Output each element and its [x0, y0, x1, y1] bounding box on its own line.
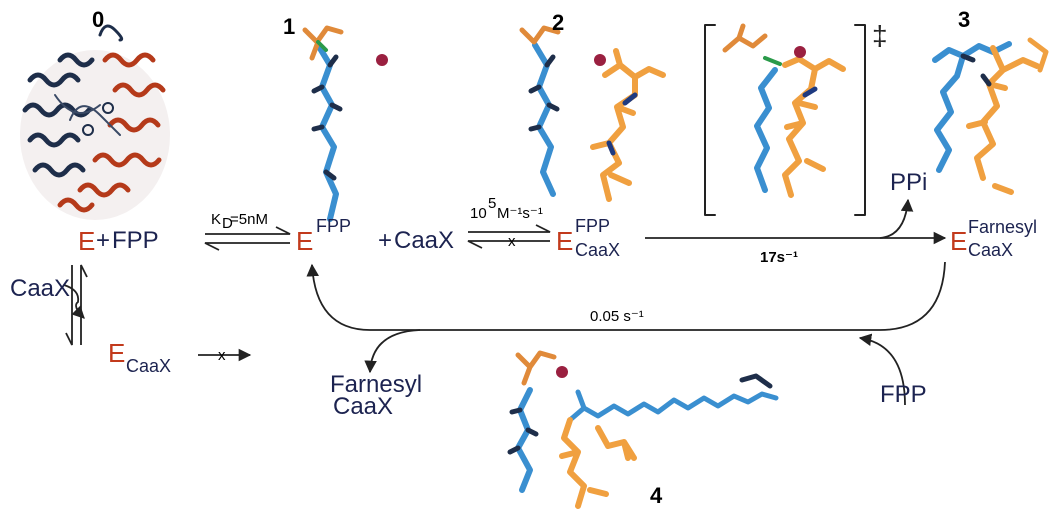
kon-units: M⁻¹s⁻¹: [497, 205, 543, 222]
product-caax-label: CaaX: [968, 240, 1013, 260]
caax-side-label: CaaX: [10, 275, 70, 302]
reverse-blocked-cross: x: [508, 233, 516, 250]
structure-number-2: 2: [552, 10, 564, 35]
release-structure-4: [507, 350, 779, 509]
enzyme-label-ternary: E: [556, 226, 573, 256]
enzyme-label-fpp: E: [296, 226, 313, 256]
enzyme-label-free: E: [78, 226, 95, 256]
structure-number-1: 1: [283, 14, 295, 39]
kd-label-k: K: [211, 211, 221, 228]
kd-value: =5nM: [230, 211, 268, 228]
fpp-structure-1: [302, 25, 388, 222]
e-caax-subscript: CaaX: [126, 356, 171, 376]
kon-equilibrium-arrows: [467, 224, 551, 249]
chemistry-rate: 17s⁻¹: [760, 249, 798, 266]
plus-sign-2: +: [378, 227, 392, 254]
release-loop-arrow: [306, 261, 946, 406]
released-caax-label: CaaX: [333, 393, 393, 420]
product-structure-3: [932, 37, 1049, 195]
dead-end-cross: x: [218, 347, 226, 364]
kd-label-subscript: D: [222, 215, 233, 232]
release-rate: 0.05 s⁻¹: [590, 308, 644, 325]
enzyme-label-product: E: [950, 226, 967, 256]
structure-number-4: 4: [650, 483, 663, 508]
fpp-superscript: FPP: [316, 216, 351, 236]
plus-sign-1: +: [96, 227, 110, 254]
fpp-substrate-label: FPP: [112, 227, 159, 254]
kd-equilibrium-arrows: [204, 226, 291, 251]
transition-state-structure: [704, 23, 866, 216]
enzyme-label-caax: E: [108, 338, 125, 368]
dagger-symbol: ‡: [872, 20, 888, 51]
structure-number-0: 0: [92, 7, 104, 32]
kon-exponent: 5: [488, 195, 496, 212]
protein-structure-0: [20, 24, 170, 220]
caax-dead-end-branch: [63, 264, 252, 362]
structure-number-3: 3: [958, 7, 970, 32]
ppi-label: PPi: [890, 169, 927, 196]
ternary-fpp-label: FPP: [575, 216, 610, 236]
ternary-caax-label: CaaX: [575, 240, 620, 260]
product-farnesyl-label: Farnesyl: [968, 217, 1037, 237]
released-farnesyl-label: Farnesyl: [330, 371, 422, 398]
ternary-structure-2: [519, 25, 666, 202]
caax-substrate-label: CaaX: [394, 227, 454, 254]
fpp-rebind-label: FPP: [880, 381, 927, 408]
chemistry-step-arrow: [645, 198, 947, 245]
kon-base: 10: [470, 205, 487, 222]
